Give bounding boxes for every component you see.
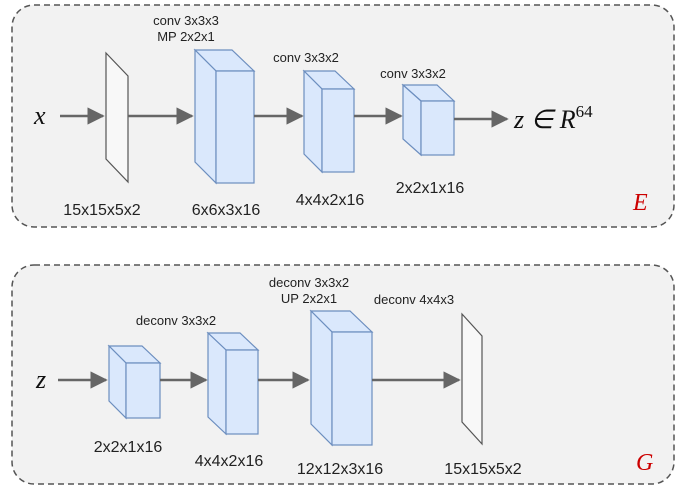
encoder-panel: x z ∈ R64 conv 3x3x3 MP 2x2x1 xyxy=(11,4,675,228)
generator-op2-line2: UP 2x2x1 xyxy=(281,291,337,306)
generator-block-2 xyxy=(206,331,260,436)
generator-shape-layer1: 2x2x1x16 xyxy=(94,439,163,456)
generator-output-slab xyxy=(461,312,483,446)
encoder-op1-line1: conv 3x3x3 xyxy=(153,13,219,28)
encoder-op1-line2: MP 2x2x1 xyxy=(157,29,215,44)
generator-shape-layer2: 4x4x2x16 xyxy=(195,453,264,470)
encoder-op3-label: conv 3x3x2 xyxy=(380,66,446,81)
encoder-block-3 xyxy=(401,83,456,157)
encoder-shape-layer3: 2x2x1x16 xyxy=(396,180,465,197)
generator-panel: z deconv 3x3x2 deconv 3x3x2 UP 2x2x1 xyxy=(11,264,675,485)
encoder-panel-letter: E xyxy=(632,190,648,216)
encoder-block-1 xyxy=(193,48,256,185)
encoder-input-symbol: x xyxy=(33,101,46,130)
encoder-input-slab xyxy=(105,51,129,184)
generator-op3-label: deconv 4x4x3 xyxy=(374,292,454,307)
generator-block-1 xyxy=(107,344,162,420)
encoder-block-2 xyxy=(302,69,356,174)
generator-op2-line1: deconv 3x3x2 xyxy=(269,275,349,290)
encoder-shape-layer1: 6x6x3x16 xyxy=(192,202,261,219)
encoder-output-text: z ∈ R xyxy=(513,105,576,134)
generator-shape-output: 15x15x5x2 xyxy=(444,461,521,478)
encoder-output-superscript: 64 xyxy=(576,102,594,121)
encoder-op2-label: conv 3x3x2 xyxy=(273,50,339,65)
generator-input-symbol: z xyxy=(35,365,46,394)
encoder-shape-input: 15x15x5x2 xyxy=(63,202,140,219)
encoder-shape-layer2: 4x4x2x16 xyxy=(296,192,365,209)
generator-op1-label: deconv 3x3x2 xyxy=(136,313,216,328)
generator-shape-layer3: 12x12x3x16 xyxy=(297,461,383,478)
generator-block-3 xyxy=(309,309,374,447)
generator-panel-letter: G xyxy=(636,450,653,476)
encoder-output-label: z ∈ R64 xyxy=(513,102,593,134)
